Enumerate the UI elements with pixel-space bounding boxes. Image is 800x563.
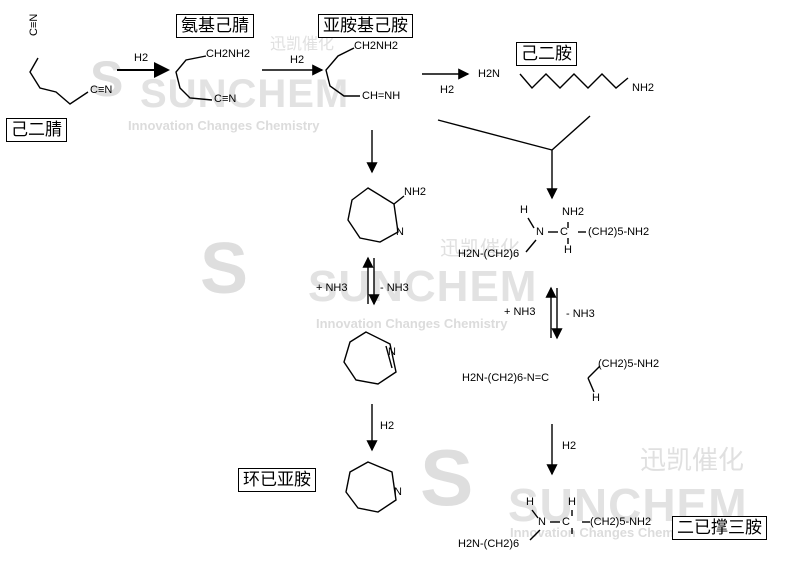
condensation-line-right	[551, 115, 591, 151]
formula-adiponitrile-cn-top: C≡N	[28, 13, 40, 36]
reagent-plus-nh3-right: + NH3	[504, 306, 536, 318]
label-hexamethyleneimine: 环已亚胺	[238, 468, 316, 492]
reagent-h2-left-reduction: H2	[380, 420, 395, 432]
watermark-cn-mid: 迅凯催化	[440, 238, 520, 260]
label-aminocapronitrile: 氨基己腈	[176, 14, 254, 38]
formula-final-h: H	[526, 496, 534, 508]
reagent-plus-nh3-left: + NH3	[316, 282, 348, 294]
reagent-h2-step3: H2	[440, 84, 455, 96]
ring-azepane	[345, 461, 397, 513]
ring-aminoazepane	[347, 187, 399, 243]
watermark-cn-top: 迅凯催化	[270, 36, 335, 53]
formula-hmda-nh2: NH2	[632, 82, 655, 94]
label-hexamethylenediamine: 己二胺	[516, 42, 577, 66]
reagent-minus-nh3-right: - NH3	[566, 308, 595, 320]
iminohexylamine-skeleton	[325, 47, 360, 97]
adiponitrile-skeleton	[29, 57, 89, 105]
formula-ring2-n: N	[388, 346, 396, 358]
watermark-cn-bot: 迅凯催化	[640, 445, 745, 475]
formula-imine2-chain: (CH2)5-NH2	[598, 358, 660, 370]
watermark-slogan-mid: Innovation Changes Chemistry	[316, 316, 508, 331]
formula-final-chain: (CH2)5-NH2	[590, 516, 652, 528]
formula-amine-chain: (CH2)5-NH2	[588, 226, 650, 238]
watermark-slogan-bot: Innovation Changes Chemistry	[510, 525, 702, 540]
formula-adiponitrile-cn-right: C≡N	[90, 84, 113, 96]
label-iminohexylamine: 亚胺基己胺	[318, 14, 413, 38]
watermark-brand-mid: SUNCHEM	[308, 262, 538, 311]
formula-ring-n: N	[396, 226, 404, 238]
formula-amine-n: N	[536, 226, 544, 238]
watermark-brand-top: SUNCHEM	[140, 72, 350, 116]
formula-acn-cn: C≡N	[214, 93, 237, 105]
formula-acn-ch2nh2: CH2NH2	[206, 48, 251, 60]
formula-final-left: H2N-(CH2)6	[458, 538, 520, 550]
formula-final-n: N	[538, 516, 546, 528]
formula-imine2-h: H	[592, 392, 600, 404]
formula-imine-ch-nh: CH=NH	[362, 90, 401, 102]
label-bhmt: 二已撑三胺	[672, 516, 767, 540]
formula-amine-c: C	[560, 226, 568, 238]
formula-amine-nh2: NH2	[562, 206, 585, 218]
watermark-s-logo-top: S	[90, 51, 124, 107]
watermark-s-logo-mid: S	[200, 229, 249, 309]
formula-ring-nh2: NH2	[404, 186, 427, 198]
condensation-line-left	[437, 119, 553, 151]
aminocapronitrile-skeleton	[175, 55, 213, 101]
label-adiponitrile: 己二腈	[6, 118, 67, 142]
ring-tetrahydroazepine	[343, 331, 397, 385]
formula-hmda-h2n: H2N	[478, 68, 501, 80]
watermark-s-logo-bot: S	[420, 433, 474, 522]
hexamethylenediamine-chain	[519, 73, 629, 90]
formula-amine-left: H2N-(CH2)6	[458, 248, 520, 260]
formula-final-c: C	[562, 516, 570, 528]
formula-amine-h2: H	[564, 244, 572, 256]
reagent-minus-nh3-left: - NH3	[380, 282, 409, 294]
reagent-h2-step2: H2	[290, 54, 305, 66]
reagent-h2-step1: H2	[134, 52, 149, 64]
formula-final-h2-top: H	[568, 496, 576, 508]
reagent-h2-right-reduction: H2	[562, 440, 577, 452]
formula-imine2: H2N-(CH2)6-N=C	[462, 372, 550, 384]
formula-ring3-n: N	[394, 486, 402, 498]
watermark-slogan-top: Innovation Changes Chemistry	[128, 118, 320, 133]
formula-imine-ch2nh2: CH2NH2	[354, 40, 399, 52]
formula-amine-h: H	[520, 204, 528, 216]
